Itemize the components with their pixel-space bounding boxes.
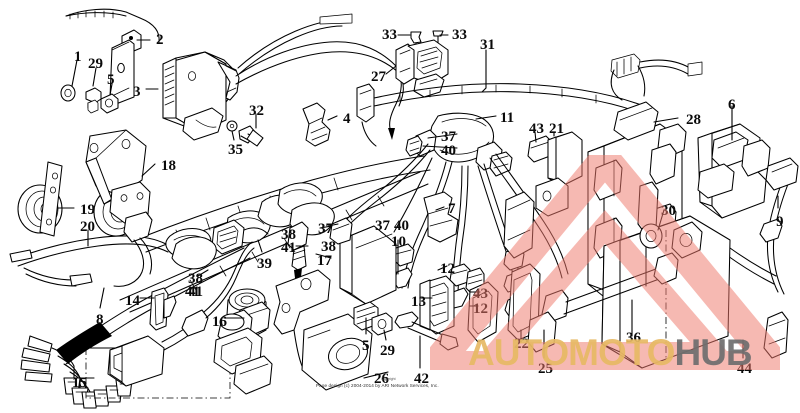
callout-number: 37 (318, 221, 333, 237)
callout-number: 15 (72, 375, 87, 391)
callout-number: 38 (281, 227, 296, 243)
callout-number: 42 (414, 371, 429, 387)
callout-number: 28 (686, 112, 701, 128)
callout-number: 12 (473, 301, 488, 317)
callout-number: 43 (473, 286, 488, 302)
callout-number: 1 (74, 49, 82, 65)
callout-number: 30 (661, 203, 676, 219)
callout-number: 38 (321, 239, 336, 255)
callout-number: 37 (441, 129, 456, 145)
callout-number: 36 (626, 330, 641, 346)
callout-number: 21 (549, 121, 564, 137)
callout-number: 35 (228, 142, 243, 158)
callout-number: 13 (411, 294, 426, 310)
callout-number: 37 (375, 218, 390, 234)
callout-number: 14 (125, 293, 140, 309)
callout-number: 38 (188, 271, 203, 287)
callout-number: 29 (88, 56, 103, 72)
callout-number: 20 (80, 219, 95, 235)
callout-number: 44 (737, 361, 752, 377)
callout-number: 41 (188, 284, 203, 300)
callout-number: 12 (440, 261, 455, 277)
callout-number: 43 (529, 121, 544, 137)
callout-number: 4 (343, 111, 351, 127)
callout-number: 19 (80, 202, 95, 218)
callout-number: 5 (362, 338, 370, 354)
callout-number: 29 (380, 343, 395, 359)
callout-number: 26 (374, 371, 389, 387)
callout-number: 7 (448, 201, 456, 217)
callout-number: 39 (257, 256, 272, 272)
callout-number: 16 (212, 314, 227, 330)
callout-number: 41 (281, 240, 296, 256)
copyright-label: Copyright (381, 377, 396, 381)
copyright-notice: Page design (c) 2004-2014 by ARI Network… (316, 383, 439, 388)
callout-number: 18 (161, 158, 176, 174)
callout-number: 8 (96, 312, 104, 328)
callout-number: 3 (133, 84, 141, 100)
callout-number: 17 (317, 253, 332, 269)
callout-number: 40 (441, 143, 456, 159)
callout-number: 40 (394, 218, 409, 234)
callout-number: 27 (371, 69, 386, 85)
callout-number: 32 (249, 103, 264, 119)
callout-number: 10 (391, 234, 406, 250)
callout-number: 11 (500, 110, 515, 126)
callout-number: 5 (107, 72, 115, 88)
callout-number: 31 (480, 37, 495, 53)
callout-number: 25 (538, 361, 553, 377)
callout-number: 9 (776, 214, 784, 230)
callout-number: 6 (728, 97, 736, 113)
callout-number: 2 (156, 32, 164, 48)
callout-number: 22 (514, 336, 529, 352)
callout-number: 33 (452, 27, 467, 43)
callout-number: 41 (185, 284, 200, 300)
callout-number: 33 (382, 27, 397, 43)
